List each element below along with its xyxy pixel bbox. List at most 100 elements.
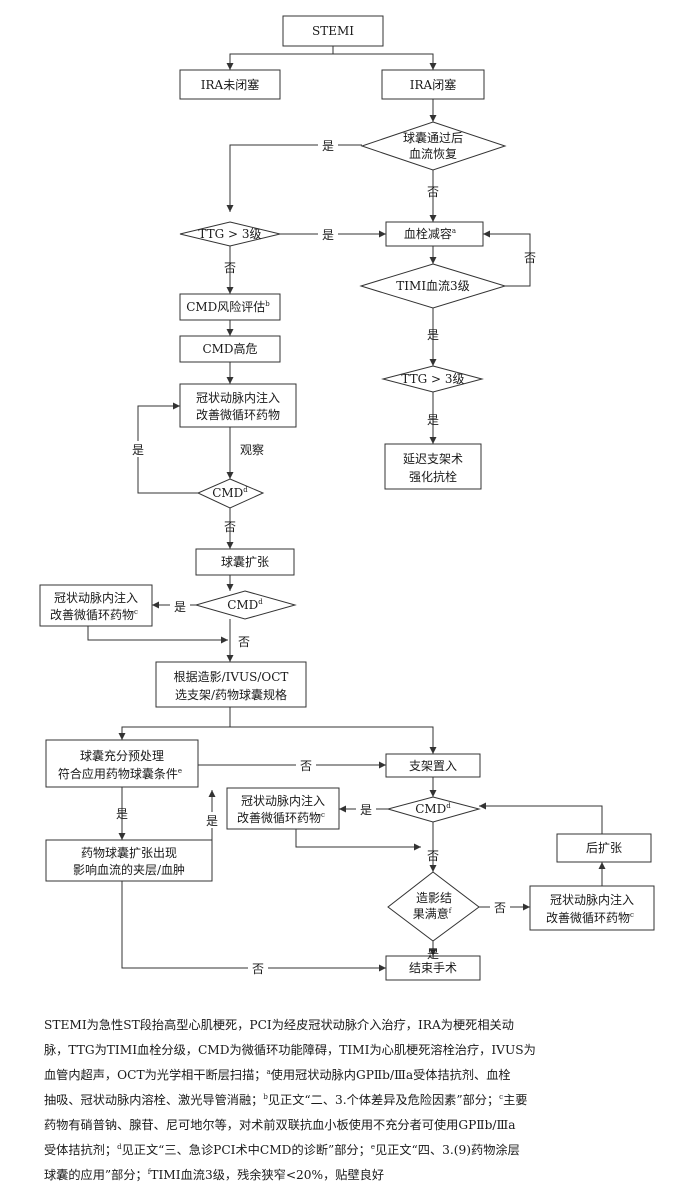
node-stemi-label: STEMI (312, 24, 354, 38)
caption-text: 主要 (503, 1093, 528, 1107)
edge-label-yes-dcb-issue: 是 (206, 814, 218, 828)
node-ira-closed-label: IRA闭塞 (410, 77, 456, 92)
caption-footnote-mark: d (117, 1143, 122, 1151)
caption-text: 脉，TTG为TIMI血栓分级，CMD为微循环功能障碍，TIMI为心肌梗死溶栓治疗… (44, 1043, 536, 1057)
edge-label-no-cmd-1: 否 (224, 520, 236, 534)
caption-text: 使用冠状动脉内GPⅡb/Ⅲa受体拮抗剂、血栓 (270, 1068, 511, 1082)
edge-label-no-ttg-left: 否 (224, 261, 236, 275)
node-infuse-2-line2: 改善微循环药物c (50, 607, 138, 622)
caption-text: STEMI为急性ST段抬高型心肌梗死，PCI为经皮冠状动脉介入治疗，IRA为梗死… (44, 1018, 514, 1032)
caption-line: 球囊的应用”部分；fTIMI血流3级，残余狭窄<20%，贴壁良好 (44, 1163, 640, 1188)
caption-line: 受体拮抗剂；d见正文“三、急诊PCI术中CMD的诊断”部分；e见正文“四、3.(… (44, 1138, 640, 1163)
decision-balloon-restore-line2: 血流恢复 (409, 147, 457, 161)
node-infuse-4-line2: 改善微循环药物c (546, 910, 634, 925)
caption-line: 脉，TTG为TIMI血栓分级，CMD为微循环功能障碍，TIMI为心肌梗死溶栓治疗… (44, 1038, 640, 1063)
edge-label-no-balloon: 否 (427, 185, 439, 199)
flowchart: STEMI IRA未闭塞 IRA闭塞 球囊通过后 血流恢复 TTG > 3级 血… (39, 15, 655, 981)
node-infuse-1-line2: 改善微循环药物 (196, 407, 280, 422)
node-dcb-issue: 药物球囊扩张出现 影响血流的夹层/血肿 (45, 839, 213, 882)
node-select-line2: 选支架/药物球囊规格 (175, 687, 287, 702)
caption-text: 药物有硝普钠、腺苷、尼可地尔等，对术前双联抗血小板使用不充分者可使用GPⅡb/Ⅲ… (44, 1118, 516, 1132)
node-post-dilate: 后扩张 (556, 833, 652, 863)
node-stent: 支架置入 (385, 753, 481, 778)
decision-satisfied-line1: 造影结 (416, 891, 452, 905)
node-pretreat-line2-text: 符合应用药物球囊条件 (58, 766, 178, 781)
decision-cmd-2-label: CMDd (227, 598, 263, 612)
node-ira-closed: IRA闭塞 (381, 69, 485, 100)
edge-label-yes-timi: 是 (427, 328, 439, 342)
edge-label-no-pretreat: 否 (300, 759, 312, 773)
node-thrombus-text: 血栓减容 (404, 226, 452, 241)
caption-footnote-mark: e (370, 1143, 375, 1151)
node-infuse-3-sup: c (321, 811, 325, 819)
node-infuse-4-line1: 冠状动脉内注入 (550, 892, 634, 907)
node-thrombus: 血栓减容a (385, 221, 484, 247)
node-pretreat-sup: e (178, 767, 182, 775)
caption-footnote-mark: c (499, 1093, 504, 1101)
node-infuse-3-line2-text: 改善微循环药物 (237, 810, 321, 825)
node-infuse-2-line1: 冠状动脉内注入 (54, 590, 138, 605)
caption-text: 受体拮抗剂； (44, 1143, 118, 1157)
edge-label-no-satisfied: 否 (494, 901, 506, 915)
edge-label-yes-ttg-right: 是 (427, 413, 439, 427)
figure-caption: STEMI为急性ST段抬高型心肌梗死，PCI为经皮冠状动脉介入治疗，IRA为梗死… (44, 1013, 640, 1188)
caption-text: 见正文“二、3.个体差异及危险因素”部分； (267, 1093, 500, 1107)
node-thrombus-sup: a (452, 227, 456, 235)
caption-text: 见正文“三、急诊PCI术中CMD的诊断”部分； (121, 1143, 371, 1157)
edge-label-no-dcb-issue: 否 (252, 962, 264, 976)
node-cmd-high: CMD高危 (179, 335, 281, 363)
node-stent-label: 支架置入 (409, 759, 457, 773)
node-infuse-1-line1: 冠状动脉内注入 (196, 390, 280, 405)
decision-ttg-right: TTG > 3级 (381, 365, 484, 393)
decision-satisfied: 造影结 果满意f (387, 871, 480, 942)
node-infuse-3-line2: 改善微循环药物c (237, 810, 325, 825)
node-infuse-2: 冠状动脉内注入 改善微循环药物c (39, 584, 153, 627)
decision-ttg-left: TTG > 3级 (179, 221, 281, 247)
decision-satisfied-line2-text: 果满意 (413, 906, 449, 921)
caption-text: 抽吸、冠状动脉内溶栓、激光导管消融； (44, 1093, 264, 1107)
node-end-label: 结束手术 (409, 961, 457, 975)
edge-label-observe: 观察 (240, 443, 264, 457)
node-pretreat-line1: 球囊充分预处理 (80, 748, 164, 763)
edge-label-no-cmd-2: 否 (238, 635, 250, 649)
edge-label-no-cmd-3: 否 (427, 849, 439, 863)
node-infuse-2-line2-text: 改善微循环药物 (50, 607, 134, 622)
node-post-dilate-label: 后扩张 (586, 841, 622, 855)
decision-ttg-right-label: TTG > 3级 (401, 372, 464, 386)
node-delay-stent: 延迟支架术 强化抗栓 (384, 443, 482, 490)
node-infuse-4-sup: c (630, 911, 634, 919)
caption-line: 血管内超声，OCT为光学相干断层扫描；a使用冠状动脉内GPⅡb/Ⅲa受体拮抗剂、… (44, 1063, 640, 1088)
node-pretreat: 球囊充分预处理 符合应用药物球囊条件e (45, 739, 199, 788)
caption-text: TIMI血流3级，残余狭窄<20%，贴壁良好 (150, 1168, 385, 1182)
decision-satisfied-line2: 果满意f (413, 906, 453, 921)
node-ira-open-label: IRA未闭塞 (201, 77, 259, 92)
node-dcb-issue-line1: 药物球囊扩张出现 (81, 845, 177, 860)
edge-label-yes-cmd-1: 是 (132, 443, 144, 457)
node-infuse-3-line1: 冠状动脉内注入 (241, 793, 325, 808)
decision-cmd-3-label: CMDd (415, 802, 451, 816)
node-ira-open: IRA未闭塞 (179, 69, 281, 100)
decision-cmd-3-sup: d (446, 802, 451, 810)
node-pretreat-line2: 符合应用药物球囊条件e (58, 766, 182, 781)
decision-cmd-3: CMDd (386, 796, 481, 823)
decision-cmd-1-sup: d (243, 486, 248, 494)
node-infuse-4-line2-text: 改善微循环药物 (546, 910, 630, 925)
node-infuse-1: 冠状动脉内注入 改善微循环药物 (179, 383, 297, 428)
edge-label-no-timi: 否 (524, 251, 536, 265)
node-cmd-risk: CMD风险评估b (179, 293, 281, 321)
node-cmd-risk-label: CMD风险评估b (186, 299, 270, 314)
caption-text: 见正文“四、3.(9)药物涂层 (374, 1143, 520, 1157)
decision-cmd-1-text: CMD (212, 486, 243, 500)
edge-label-yes-pretreat: 是 (116, 807, 128, 821)
node-select-line1: 根据造影/IVUS/OCT (174, 670, 289, 684)
caption-line: 抽吸、冠状动脉内溶栓、激光导管消融；b见正文“二、3.个体差异及危险因素”部分；… (44, 1088, 640, 1113)
edge-label-yes-satisfied: 是 (427, 947, 439, 961)
node-stemi: STEMI (282, 15, 384, 47)
node-delay-line2: 强化抗栓 (409, 469, 457, 484)
caption-footnote-mark: b (263, 1093, 268, 1101)
edge-labels: 是 否 是 否 否 是 是 观察 是 否 是 否 否 是 是 是 否 否 是 否 (116, 137, 536, 976)
decision-satisfied-sup: f (449, 907, 453, 915)
decision-cmd-1: CMDd (196, 478, 265, 509)
decision-cmd-2-sup: d (258, 598, 263, 606)
node-cmd-risk-text: CMD风险评估 (186, 299, 265, 314)
